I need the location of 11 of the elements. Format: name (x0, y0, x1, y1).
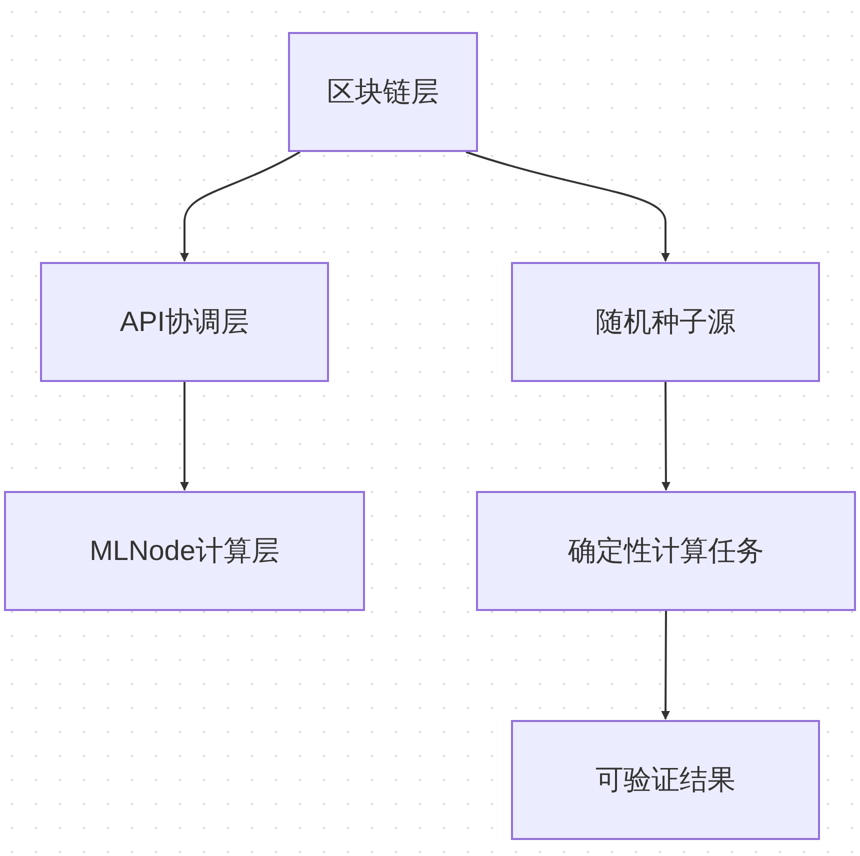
process-box: API协调层 (40, 262, 329, 382)
arrow (466, 151, 670, 262)
arrow (661, 611, 670, 720)
process-box: 确定性计算任务 (476, 491, 856, 611)
arrow (180, 151, 300, 262)
arrow (180, 382, 189, 491)
process-box: 区块链层 (288, 32, 478, 152)
process-box: 随机种子源 (511, 262, 820, 382)
process-box: MLNode计算层 (4, 491, 365, 611)
process-box: 可验证结果 (511, 720, 820, 840)
arrow (661, 382, 670, 491)
